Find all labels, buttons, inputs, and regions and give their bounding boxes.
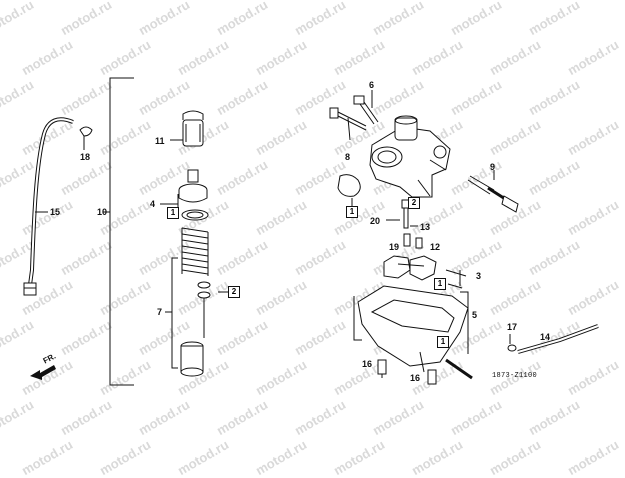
fuel-tube-15 — [23, 117, 74, 296]
callout-15: 15 — [50, 207, 61, 217]
clip-18 — [79, 126, 93, 137]
cap-11 — [182, 110, 204, 147]
front-arrow — [30, 365, 56, 380]
callout-11: 11 — [155, 136, 165, 146]
callout-8: 8 — [345, 152, 351, 162]
carburetor-body — [369, 115, 451, 198]
callout-13: 13 — [420, 222, 431, 232]
bracket-10 — [109, 77, 134, 386]
ref-box-2-needle: 2 — [228, 286, 240, 298]
ref-box-1-top: 1 — [167, 207, 179, 219]
diagram-code: 1873-Z1100 — [492, 372, 538, 380]
callout-17: 17 — [507, 322, 518, 332]
callout-5: 5 — [472, 310, 478, 320]
ref-box-1-bowl: 1 — [434, 278, 446, 290]
ref-box-1-drain: 1 — [437, 336, 449, 348]
float-3 — [383, 255, 467, 289]
callout-18: 18 — [80, 152, 91, 162]
o-ring-1 — [337, 174, 361, 197]
callout-6: 6 — [369, 80, 375, 90]
choke-9 — [467, 170, 519, 213]
screw-8 — [329, 107, 367, 141]
callout-10: 10 — [97, 207, 108, 217]
jet-19 — [403, 233, 411, 247]
callout-12: 12 — [430, 242, 441, 252]
throttle-slide — [180, 341, 204, 377]
float-bowl-5 — [357, 285, 473, 380]
drain-tube-14 — [517, 324, 599, 354]
clip-17 — [507, 344, 517, 352]
callout-20: 20 — [370, 216, 381, 226]
callout-16-right: 16 — [410, 373, 421, 383]
top-assembly-4 — [178, 169, 209, 221]
spring — [181, 227, 209, 276]
screw-6 — [353, 90, 379, 125]
callout-7: 7 — [157, 307, 163, 317]
bolt-16-right — [427, 369, 437, 385]
carburetor-exploded-view — [23, 77, 599, 386]
jet-12 — [415, 237, 423, 249]
callout-3: 3 — [476, 271, 482, 281]
callout-9: 9 — [490, 162, 496, 172]
callout-19: 19 — [389, 242, 400, 252]
callout-4: 4 — [150, 199, 156, 209]
callout-14: 14 — [540, 332, 551, 342]
bolt-16-left — [377, 359, 387, 378]
ref-box-2-jet: 2 — [408, 197, 420, 209]
callout-16-left: 16 — [362, 359, 373, 369]
ref-box-1-oring: 1 — [346, 206, 358, 218]
